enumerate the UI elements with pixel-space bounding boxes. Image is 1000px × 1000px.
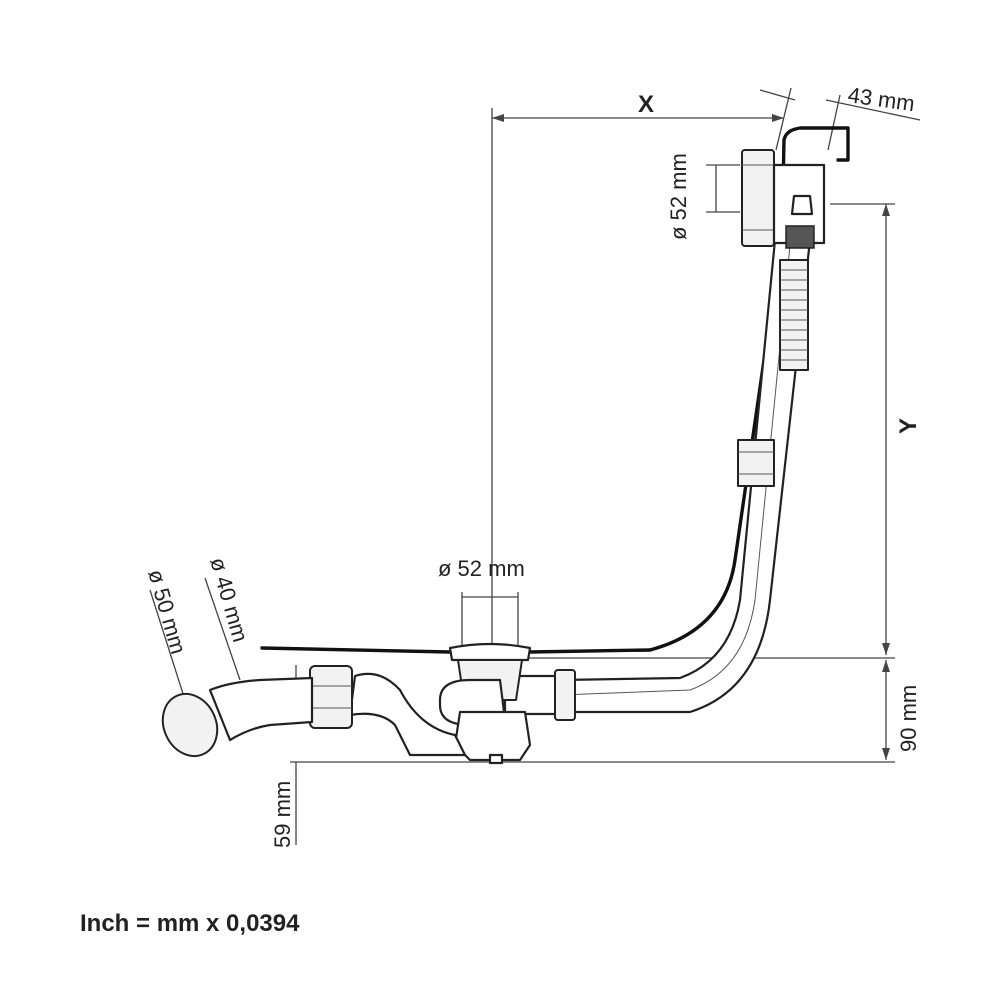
y-label: Y bbox=[895, 418, 922, 434]
offset-leader-right bbox=[825, 99, 921, 121]
overflow-pipe bbox=[558, 238, 812, 714]
trap-plug bbox=[488, 753, 504, 765]
corrugated-section bbox=[779, 259, 809, 371]
trap-bowl bbox=[453, 710, 532, 762]
drain-diameter-label: ø 52 mm bbox=[438, 556, 525, 581]
tub-bottom-plate-left bbox=[260, 646, 452, 654]
overflow-cap bbox=[741, 149, 775, 247]
y-arrow-bottom bbox=[882, 643, 890, 655]
tub-bottom-plate-right bbox=[528, 648, 652, 654]
y-arrow-top bbox=[882, 204, 890, 216]
drain-body bbox=[438, 642, 532, 765]
offset-extension-1 bbox=[775, 87, 792, 151]
trap-height-label: 90 mm bbox=[896, 685, 921, 752]
x-label: X bbox=[638, 91, 654, 118]
corrugation-body bbox=[779, 259, 809, 371]
outlet-pipe bbox=[161, 665, 467, 758]
overflow-tube bbox=[558, 238, 812, 714]
drain-nut bbox=[554, 669, 576, 721]
outlet-nut bbox=[309, 665, 353, 729]
outlet-outer-label: ø 50 mm bbox=[143, 566, 191, 656]
trap-arrow-top bbox=[882, 660, 890, 672]
x-arrow-right bbox=[772, 114, 784, 122]
floor-clearance-label: 59 mm bbox=[270, 781, 295, 848]
bowden-cable bbox=[648, 126, 850, 652]
drain-flange bbox=[448, 642, 532, 662]
trap-siphon bbox=[348, 672, 467, 757]
conversion-note: Inch = mm x 0,0394 bbox=[80, 910, 300, 937]
x-arrow-left bbox=[492, 114, 504, 122]
overflow-grip bbox=[785, 225, 815, 249]
overflow-head bbox=[741, 149, 826, 249]
overflow-tube-center bbox=[559, 244, 791, 696]
overflow-diameter-label: ø 52 mm bbox=[666, 153, 691, 240]
outlet-end bbox=[161, 692, 219, 758]
offset-extension-2 bbox=[827, 94, 841, 151]
outlet-bend bbox=[208, 676, 314, 742]
overflow-offset-label: 43 mm bbox=[846, 82, 916, 116]
drain-horizontal bbox=[503, 669, 576, 721]
overflow-coupling bbox=[737, 439, 775, 487]
trap-arrow-bottom bbox=[882, 748, 890, 760]
outlet-inner-leader bbox=[204, 577, 241, 681]
overflow-valve bbox=[790, 194, 814, 216]
outlet-outer-leader bbox=[149, 589, 186, 701]
